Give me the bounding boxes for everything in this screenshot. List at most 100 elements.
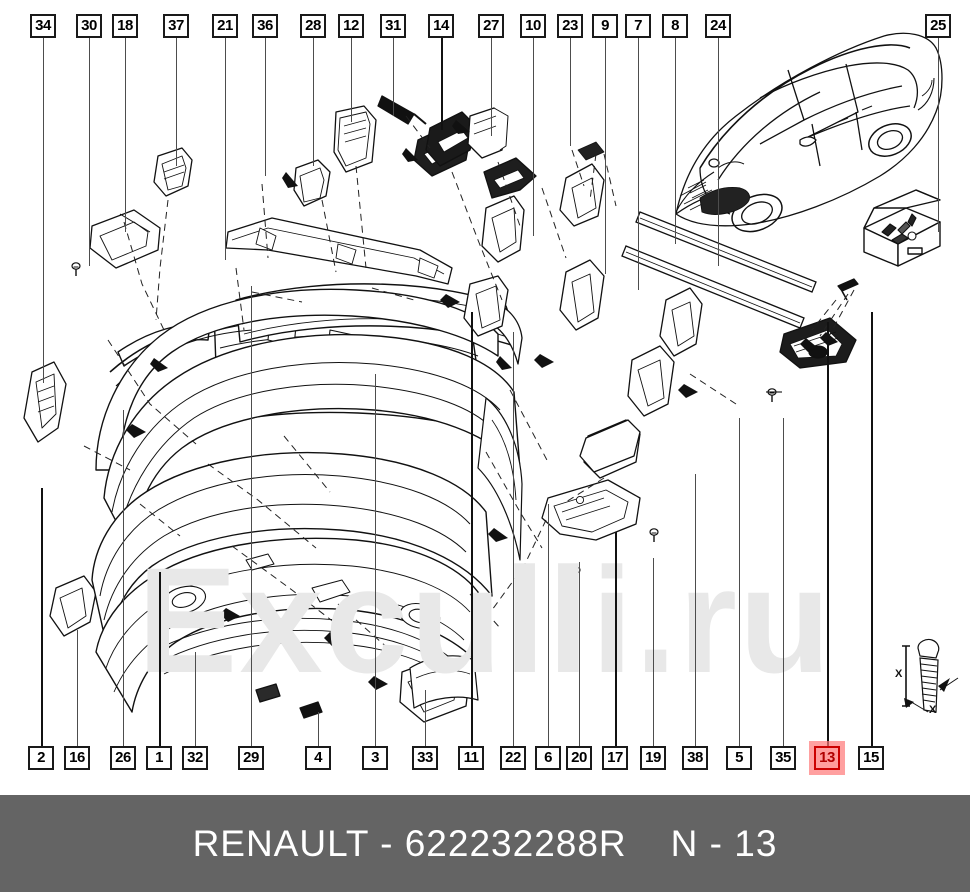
callout-3[interactable]: 3 (362, 746, 388, 770)
leader-line-12 (351, 38, 352, 122)
leader-line-1 (159, 572, 161, 770)
callout-37[interactable]: 37 (163, 14, 189, 38)
leader-line-20 (579, 562, 580, 770)
leader-line-9 (605, 38, 606, 274)
callout-19[interactable]: 19 (640, 746, 666, 770)
callout-24[interactable]: 24 (705, 14, 731, 38)
footer-sheet-code: N - 13 (670, 822, 778, 864)
callout-9[interactable]: 9 (592, 14, 618, 38)
bracket-part-34 (23, 361, 67, 443)
leader-line-14 (441, 38, 443, 130)
bracket-part-7 (559, 259, 605, 331)
clip-part-37 (153, 147, 193, 197)
screw-part-15 (837, 278, 859, 301)
leader-line-7 (638, 38, 639, 290)
bracket-part-7b (659, 287, 703, 357)
leader-line-30 (89, 38, 90, 266)
callout-17[interactable]: 17 (602, 746, 628, 770)
callout-7[interactable]: 7 (625, 14, 651, 38)
callout-26[interactable]: 26 (110, 746, 136, 770)
leader-line-27 (491, 38, 492, 136)
leader-line-3 (375, 374, 376, 770)
leader-line-23 (570, 38, 571, 146)
front-bumper-assembly (91, 283, 523, 713)
grille-corner-part-28 (293, 159, 331, 207)
leader-line-21 (225, 38, 226, 260)
bracket-part-27 (467, 107, 509, 159)
bracket-part-18 (89, 209, 161, 269)
leader-line-29 (251, 286, 252, 770)
callout-34[interactable]: 34 (30, 14, 56, 38)
callout-31[interactable]: 31 (380, 14, 406, 38)
callout-18[interactable]: 18 (112, 14, 138, 38)
leader-line-13 (827, 322, 829, 770)
callout-35[interactable]: 35 (770, 746, 796, 770)
leader-line-22 (513, 332, 514, 770)
callout-11[interactable]: 11 (458, 746, 484, 770)
leader-line-33 (425, 690, 426, 770)
fastener-part-35 (766, 388, 782, 403)
callout-14[interactable]: 14 (428, 14, 454, 38)
exploded-view-illustration (23, 32, 959, 723)
leader-line-6 (548, 504, 549, 770)
callout-5[interactable]: 5 (726, 746, 752, 770)
callout-15[interactable]: 15 (858, 746, 884, 770)
assembly-leader-lines (83, 115, 855, 651)
fastener-part-5 (649, 528, 659, 543)
fastener-part-29 (255, 683, 281, 703)
leader-line-11 (471, 312, 473, 770)
fastener-kit-box (863, 189, 941, 267)
fastener-part-4 (299, 701, 323, 719)
grille-corner-part-36 (333, 105, 377, 173)
assembly-arrows (126, 120, 838, 690)
callout-13[interactable]: 13 (814, 746, 840, 770)
callout-30[interactable]: 30 (76, 14, 102, 38)
leader-line-34 (43, 38, 44, 383)
callout-28[interactable]: 28 (300, 14, 326, 38)
vehicle-illustration (675, 32, 943, 233)
callout-2[interactable]: 2 (28, 746, 54, 770)
leader-line-25 (938, 38, 939, 232)
leader-line-37 (176, 38, 177, 166)
callout-27[interactable]: 27 (478, 14, 504, 38)
callout-8[interactable]: 8 (662, 14, 688, 38)
leader-line-17 (615, 532, 617, 770)
callout-29[interactable]: 29 (238, 746, 264, 770)
bracket-part-14 (425, 111, 477, 167)
screw-dimension-right-label: X (929, 704, 937, 716)
callout-6[interactable]: 6 (535, 746, 561, 770)
leader-line-32 (195, 652, 196, 770)
leader-line-5 (739, 418, 740, 770)
footer-brand-part-number: RENAULT - 622232288R (192, 822, 627, 864)
callout-36[interactable]: 36 (252, 14, 278, 38)
trim-strip-upper (635, 211, 817, 293)
callout-33[interactable]: 33 (412, 746, 438, 770)
callout-23[interactable]: 23 (557, 14, 583, 38)
callout-21[interactable]: 21 (212, 14, 238, 38)
leader-line-15 (871, 312, 873, 770)
callout-4[interactable]: 4 (305, 746, 331, 770)
bracket-part-23 (483, 157, 537, 199)
callout-16[interactable]: 16 (64, 746, 90, 770)
callout-12[interactable]: 12 (338, 14, 364, 38)
callout-10[interactable]: 10 (520, 14, 546, 38)
leader-line-38 (695, 474, 696, 770)
leader-line-16 (77, 630, 78, 770)
callout-22[interactable]: 22 (500, 746, 526, 770)
callout-20[interactable]: 20 (566, 746, 592, 770)
callout-1[interactable]: 1 (146, 746, 172, 770)
callout-25[interactable]: 25 (925, 14, 951, 38)
bracket-part-10 (481, 195, 525, 263)
leader-line-2 (41, 488, 43, 770)
bracket-part-16 (49, 575, 97, 637)
callout-32[interactable]: 32 (182, 746, 208, 770)
leader-line-36 (265, 38, 266, 176)
screw-dimension-detail (902, 638, 959, 713)
upper-crossmember-part-21 (225, 217, 453, 285)
leader-line-4 (318, 712, 319, 770)
bracket-part-19 (627, 345, 675, 417)
screw-dimension-left-label: X (895, 668, 903, 680)
leader-line-10 (533, 38, 534, 236)
callout-38[interactable]: 38 (682, 746, 708, 770)
